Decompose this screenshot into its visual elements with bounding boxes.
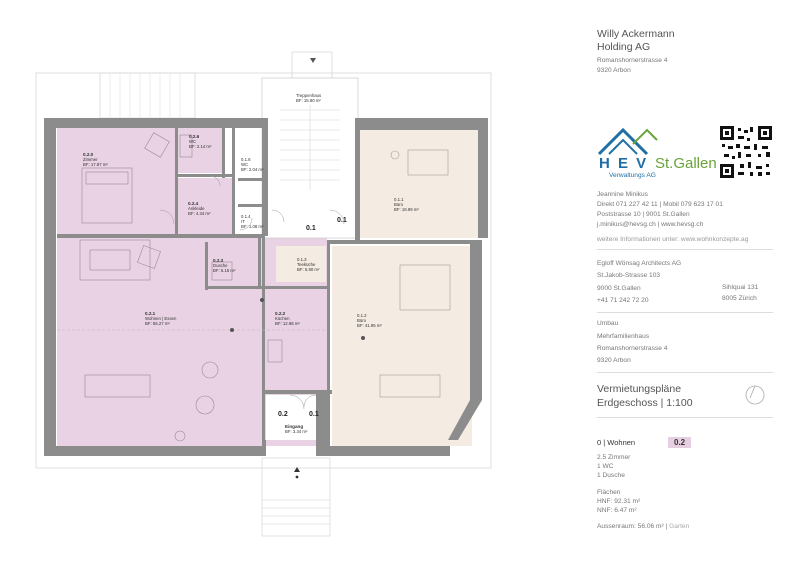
room-ankleide — [177, 178, 232, 234]
contact-name: Jeannine Minikus — [597, 191, 648, 198]
room-teekueche — [276, 246, 326, 282]
contact-phones: Direkt 071 227 42 11 | Mobil 079 623 17 … — [597, 201, 723, 208]
divider-4 — [597, 417, 773, 418]
area-outdoor: Aussenraum: 56.06 m² | Garten — [597, 523, 690, 530]
room-dusche — [209, 246, 259, 286]
unit-marker-left: 0.2 — [278, 411, 288, 418]
owner-city: 9320 Arbon — [597, 67, 631, 74]
room-buero-2 — [332, 246, 472, 446]
divider-1 — [597, 249, 773, 250]
room-buero-1 — [360, 130, 478, 238]
architect-office2-city: 8005 Zürich — [722, 295, 757, 302]
hev-logo — [597, 127, 658, 156]
room-zimmer — [57, 128, 175, 236]
terrace-steps — [99, 72, 196, 119]
architect-phone: +41 71 242 72 20 — [597, 297, 649, 304]
furniture-unit-02 — [79, 132, 283, 442]
floor-plan — [35, 51, 492, 537]
architect-street: St.Jakob-Strasse 103 — [597, 272, 661, 279]
site-outline — [35, 72, 492, 469]
contact-postal: Poststrasse 10 | 9001 St.Gallen — [597, 211, 690, 218]
unit-label: 0 | Wohnen — [597, 438, 636, 447]
project-building: Mehrfamilienhaus — [597, 333, 650, 340]
hev-region: St.Gallen — [655, 155, 717, 172]
divider-3 — [597, 372, 773, 373]
entrance-steps — [261, 457, 331, 537]
more-info-link[interactable]: weitere Informationen unter: www.wohnkon… — [597, 236, 749, 243]
compass-icon — [745, 385, 765, 405]
steps-lines — [109, 73, 181, 118]
stair-top — [291, 51, 333, 79]
divider-2 — [597, 312, 773, 313]
unit-marker-right: 0.1 — [309, 411, 319, 418]
house-roof-logo-icon — [597, 127, 658, 156]
room-eingang — [266, 395, 316, 440]
unit-rooms: 2.5 Zimmer — [597, 454, 631, 461]
unit-wc: 1 WC — [597, 463, 614, 470]
walls — [44, 118, 488, 456]
hev-tagline: Verwaltungs AG — [609, 172, 656, 179]
project-city: 9320 Arbon — [597, 357, 631, 364]
stair-lines — [280, 105, 340, 190]
unit-badge: 0.2 — [668, 437, 692, 448]
architect-city: 9000 St.Gallen — [597, 285, 641, 292]
doors — [159, 175, 345, 410]
area-hnf: HNF: 92.31 m² — [597, 498, 641, 505]
plan-title: Vermietungspläne — [597, 383, 682, 395]
entrance-arrow-icon — [294, 467, 300, 472]
architect-name: Egloff Wönsag Architects AG — [597, 260, 682, 267]
owner-name-1: Willy Ackermann — [597, 28, 675, 40]
qr-code-icon — [720, 126, 772, 178]
project-street: Romanshornerstrasse 4 — [597, 345, 668, 352]
area-nnf: NNF: 6.47 m² — [597, 507, 637, 514]
owner-street: Romanshornerstrasse 4 — [597, 57, 668, 64]
hev-letters: H E V — [599, 155, 649, 172]
column-marker-3 — [361, 336, 365, 340]
column-marker-1 — [260, 298, 264, 302]
unit-marker-stair-2: 0.1 — [306, 225, 316, 232]
owner-name-2: Holding AG — [597, 41, 651, 53]
areas-title: Flächen — [597, 489, 621, 496]
unit-marker-stair-1: 0.1 — [337, 217, 347, 224]
entrance-dot-icon — [295, 475, 299, 479]
stair-arrow-up-icon — [310, 58, 316, 63]
project-type: Umbau — [597, 320, 619, 327]
plan-floor-scale: Erdgeschoss | 1:100 — [597, 397, 693, 409]
furniture-unit-01 — [379, 149, 451, 398]
unit-shower: 1 Dusche — [597, 472, 625, 479]
contact-web[interactable]: j.minikus@hevsg.ch | www.hevsg.ch — [597, 221, 704, 228]
column-marker-2 — [230, 328, 234, 332]
room-wc — [177, 128, 222, 173]
architect-office2-street: Sihlquai 131 — [722, 284, 759, 291]
